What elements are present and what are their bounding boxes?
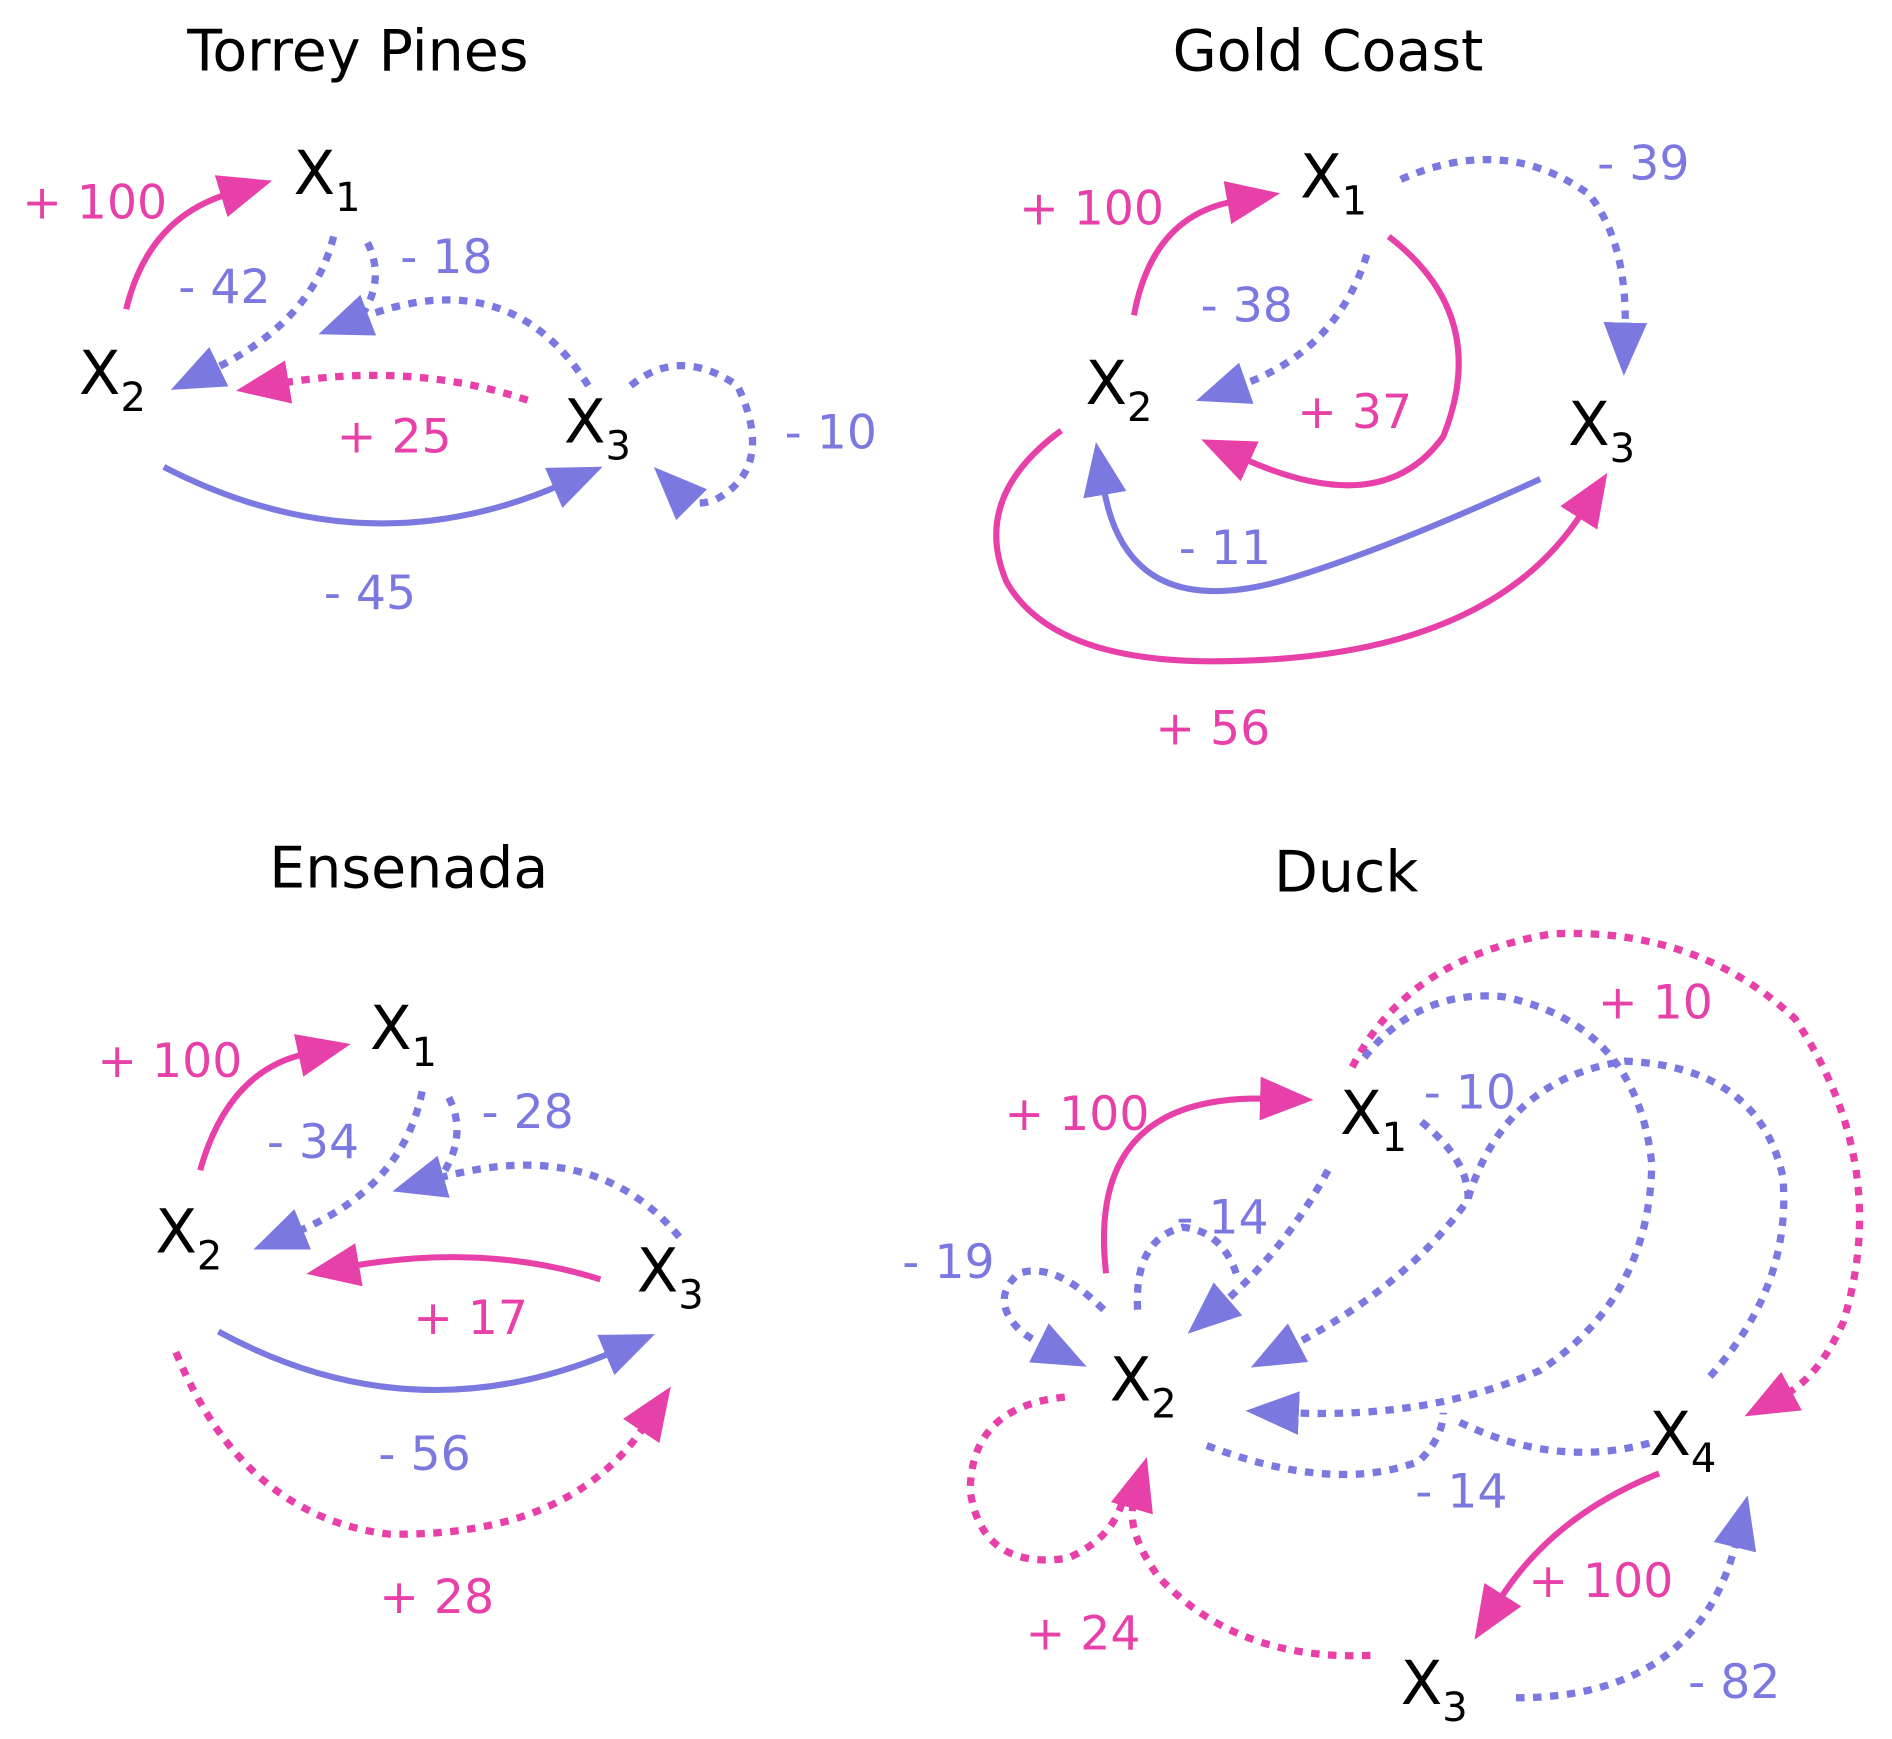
svg-text:X3: X3 xyxy=(1401,1649,1468,1731)
edge-x2-x3-dotted xyxy=(172,1350,671,1538)
svg-text:X3: X3 xyxy=(637,1237,704,1319)
edge-label: + 100 xyxy=(1005,1087,1150,1142)
edge-x2-x1 xyxy=(123,175,273,310)
edge-label: - 28 xyxy=(481,1085,573,1140)
node-x1: X1 xyxy=(1340,1079,1407,1161)
edge-x2-x1 xyxy=(1130,181,1280,316)
edge-label: - 38 xyxy=(1201,278,1293,333)
svg-text:X2: X2 xyxy=(155,1198,222,1280)
edge-label: + 100 xyxy=(97,1034,242,1089)
node-x1: X1 xyxy=(294,139,361,221)
edge-x3-self xyxy=(628,361,757,521)
edge-label: - 14 xyxy=(1176,1190,1268,1245)
diagram-gold-coast: Gold Coast X1 X2 X3 + 100 - 39 - 38 + 37… xyxy=(993,18,1689,757)
edge-label: - 39 xyxy=(1597,136,1689,191)
node-x2: X2 xyxy=(79,339,146,421)
edge-x3-x4 xyxy=(1515,1495,1757,1702)
diagram-title: Ensenada xyxy=(269,836,548,902)
edge-label: - 82 xyxy=(1688,1655,1780,1710)
edge-label: + 28 xyxy=(379,1570,494,1625)
edge-x3-x2 xyxy=(235,360,529,404)
diagram-title: Duck xyxy=(1274,839,1418,905)
edge-label: - 19 xyxy=(902,1235,994,1290)
node-x1: X1 xyxy=(370,994,437,1076)
edge-label: - 18 xyxy=(400,230,492,285)
diagram-title: Gold Coast xyxy=(1173,18,1484,84)
edge-x1-x3 xyxy=(1399,156,1648,376)
edge-x3-x2 xyxy=(306,1243,602,1287)
edge-x2-x1 xyxy=(197,1034,351,1172)
diagram-torrey-pines: Torrey Pines X1 X2 X3 + 100 - 42 - 18 + … xyxy=(22,18,877,620)
node-x3: X3 xyxy=(564,388,631,470)
edge-label: + 100 xyxy=(1528,1554,1673,1609)
edge-x1-x2-d xyxy=(1187,1168,1332,1334)
edge-label: - 42 xyxy=(178,260,270,315)
svg-text:X4: X4 xyxy=(1649,1400,1716,1482)
edge-x1-x2-dotted xyxy=(1195,253,1371,404)
svg-text:X1: X1 xyxy=(370,994,437,1076)
node-x3: X3 xyxy=(637,1237,704,1319)
edge-label: + 37 xyxy=(1297,385,1412,440)
node-x1: X1 xyxy=(1300,143,1367,225)
edge-label: - 34 xyxy=(267,1115,359,1170)
svg-text:X1: X1 xyxy=(294,139,361,221)
edge-x4-x2 xyxy=(1451,1415,1651,1456)
edge-label: - 45 xyxy=(324,566,416,621)
node-x4: X4 xyxy=(1649,1400,1716,1482)
edge-x1-x3-arc xyxy=(318,294,592,388)
edge-x1-x2-c xyxy=(1245,992,1656,1435)
edge-x2-x3-solid xyxy=(216,1328,655,1393)
node-x3: X3 xyxy=(1401,1649,1468,1731)
edge-label: + 100 xyxy=(1019,181,1164,236)
node-x2: X2 xyxy=(1110,1346,1177,1428)
edge-label: + 56 xyxy=(1155,702,1270,757)
diagram-duck: Duck X1 X2 X3 X4 + 10 + 100 - 10 - 14 - … xyxy=(902,839,1864,1731)
svg-text:X2: X2 xyxy=(1110,1346,1177,1428)
node-x2: X2 xyxy=(155,1198,222,1280)
node-x3: X3 xyxy=(1568,390,1635,472)
edge-x1-x2 xyxy=(253,1090,426,1250)
svg-text:X3: X3 xyxy=(564,388,631,470)
edge-label: + 10 xyxy=(1598,976,1713,1031)
edge-label: - 10 xyxy=(785,406,877,461)
svg-text:X3: X3 xyxy=(1568,390,1635,472)
edge-label: - 56 xyxy=(378,1427,470,1482)
edge-x2-x3 xyxy=(162,464,603,527)
edge-x2-self-b xyxy=(1133,1223,1241,1310)
diagram-ensenada: Ensenada X1 X2 X3 + 100 - 34 - 28 + 17 -… xyxy=(97,836,703,1625)
svg-text:X1: X1 xyxy=(1300,143,1367,225)
edge-x1-x4 xyxy=(1348,929,1864,1417)
edge-x3-x2 xyxy=(1110,1457,1371,1660)
edge-x1-x2 xyxy=(170,235,338,390)
svg-text:X1: X1 xyxy=(1340,1079,1407,1161)
edge-x1-x3-arc xyxy=(392,1155,683,1240)
edge-x1-x2-b xyxy=(1250,1057,1788,1379)
edge-label: - 14 xyxy=(1415,1464,1507,1519)
edge-x1-x2-solid xyxy=(1201,234,1462,489)
edge-label: + 17 xyxy=(413,1291,528,1346)
edge-label: + 24 xyxy=(1026,1606,1141,1661)
edge-label: - 10 xyxy=(1424,1065,1516,1120)
edge-label: + 100 xyxy=(22,175,167,230)
edge-x2-self-a xyxy=(1000,1267,1107,1367)
svg-text:X2: X2 xyxy=(1085,349,1152,431)
edge-x2-x1 xyxy=(1100,1076,1314,1274)
edge-label: - 11 xyxy=(1179,521,1271,576)
edge-x3-x2 xyxy=(1083,442,1542,595)
node-x2: X2 xyxy=(1085,349,1152,431)
edge-x2-x4 xyxy=(1205,1412,1447,1479)
edge-x1-x2-a xyxy=(1419,1118,1472,1208)
edge-x4-x3 xyxy=(1474,1470,1661,1640)
edge-x2-loop xyxy=(966,1393,1126,1564)
edge-x2-x3 xyxy=(993,428,1608,665)
edge-label: + 25 xyxy=(337,409,452,464)
diagram-title: Torrey Pines xyxy=(186,18,528,84)
svg-text:X2: X2 xyxy=(79,339,146,421)
